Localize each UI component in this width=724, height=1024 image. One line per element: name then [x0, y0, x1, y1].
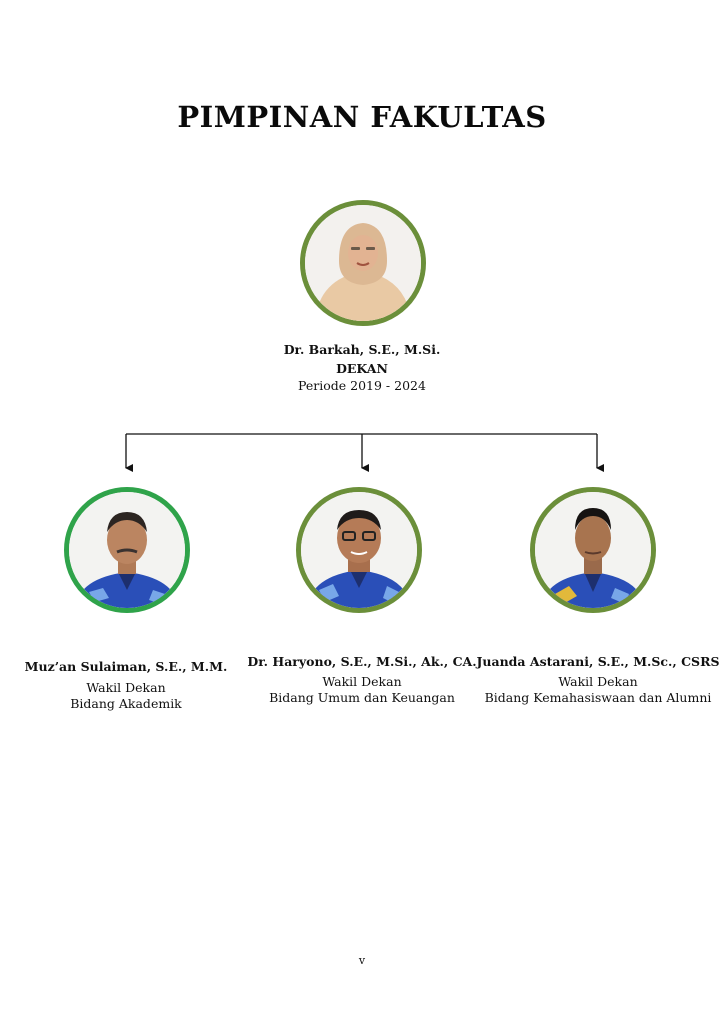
vice-dean-3-name: Juanda Astarani, S.E., M.Sc., CSRS — [476, 654, 720, 669]
dean-portrait-illustration — [305, 205, 421, 321]
vice-dean-2-position: Wakil Dekan — [322, 674, 402, 689]
vice-dean-1-photo — [64, 487, 190, 613]
vice-dean-3-field: Bidang Kemahasiswaan dan Alumni — [484, 690, 712, 705]
vice-dean-3-position: Wakil Dekan — [558, 674, 638, 689]
page-title: PIMPINAN FAKULTAS — [177, 100, 547, 134]
dean-position: DEKAN — [336, 361, 388, 376]
vice-dean-3-photo — [530, 487, 656, 613]
vice-dean-1-portrait-illustration — [69, 492, 185, 608]
dean-photo — [300, 200, 426, 326]
vice-dean-1-name: Muz’an Sulaiman, S.E., M.M. — [24, 659, 228, 674]
vice-dean-2-photo — [296, 487, 422, 613]
vice-dean-2-name: Dr. Haryono, S.E., M.Si., Ak., CA. — [247, 654, 477, 669]
dean-name: Dr. Barkah, S.E., M.Si. — [283, 342, 441, 357]
vice-dean-1-field: Bidang Akademik — [70, 696, 182, 711]
dean-period: Periode 2019 - 2024 — [298, 378, 426, 393]
vice-dean-2-portrait-illustration — [301, 492, 417, 608]
vice-dean-2-field: Bidang Umum dan Keuangan — [269, 690, 455, 705]
vice-dean-3-portrait-illustration — [535, 492, 651, 608]
vice-dean-1-position: Wakil Dekan — [86, 680, 166, 695]
page-number: v — [358, 954, 366, 967]
